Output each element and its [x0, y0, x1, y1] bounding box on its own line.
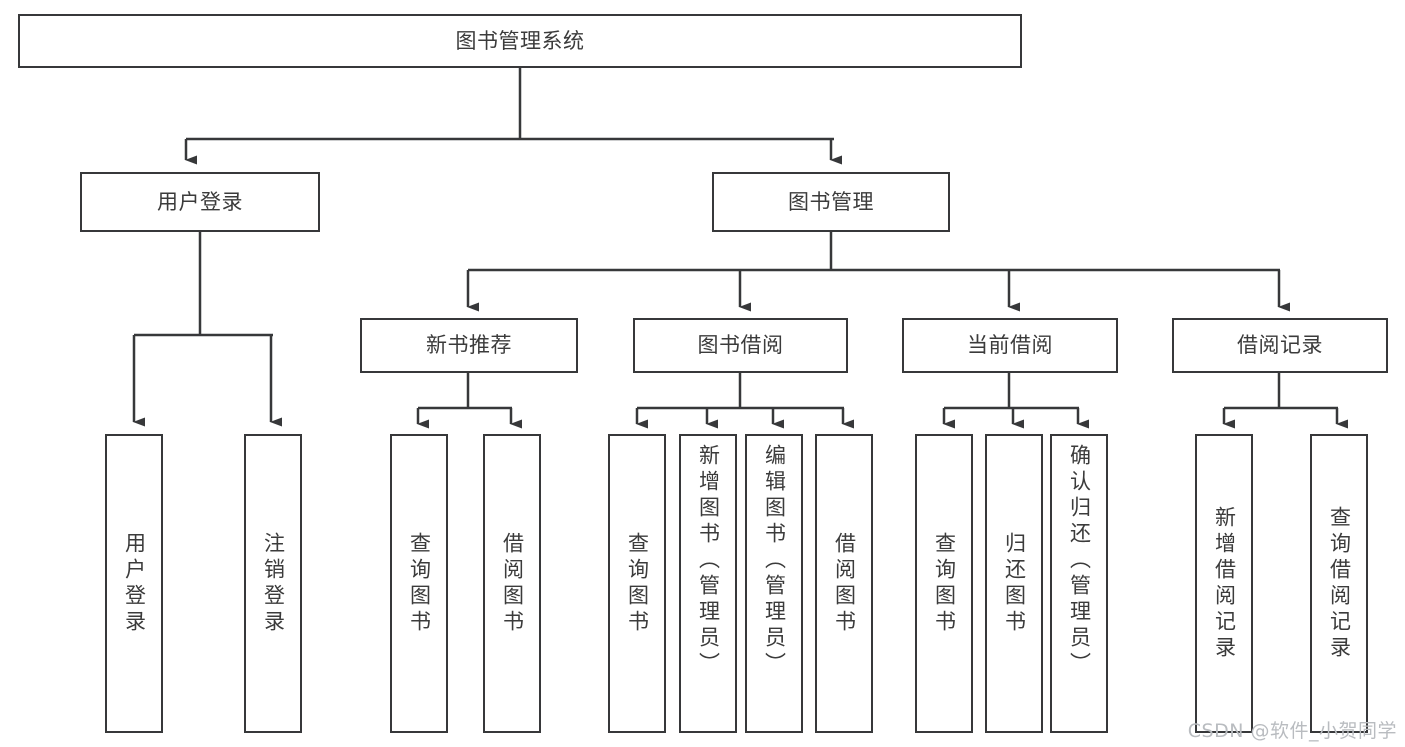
- node-leaf-user-login[interactable]: 用户登录: [105, 434, 163, 733]
- node-label: 归还图书: [1002, 531, 1027, 636]
- node-leaf-edit-book-admin[interactable]: 编辑图书（管理员）: [745, 434, 803, 733]
- node-leaf-confirm-return-admin[interactable]: 确认归还（管理员）: [1050, 434, 1108, 733]
- node-leaf-query-borrow-record[interactable]: 查询借阅记录: [1310, 434, 1368, 733]
- node-label: 查询图书: [625, 531, 650, 636]
- node-book-borrow[interactable]: 图书借阅: [633, 318, 848, 373]
- node-label: 注销登录: [261, 531, 286, 636]
- node-leaf-query-book-recommend[interactable]: 查询图书: [390, 434, 448, 733]
- node-label: 图书借阅: [697, 333, 784, 358]
- node-leaf-add-borrow-record[interactable]: 新增借阅记录: [1195, 434, 1253, 733]
- node-label: 借阅记录: [1237, 333, 1323, 358]
- node-user-login[interactable]: 用户登录: [80, 172, 320, 232]
- node-label: 编辑图书（管理员）: [762, 444, 787, 678]
- node-label: 图书管理系统: [455, 28, 585, 53]
- node-book-management[interactable]: 图书管理: [712, 172, 950, 232]
- node-label: 借阅图书: [832, 531, 857, 636]
- node-leaf-return-book[interactable]: 归还图书: [985, 434, 1043, 733]
- watermark-text: CSDN @软件_小贺同学: [1187, 720, 1397, 742]
- node-current-borrow[interactable]: 当前借阅: [902, 318, 1118, 373]
- node-label: 确认归还（管理员）: [1067, 444, 1092, 678]
- node-leaf-borrow-book[interactable]: 借阅图书: [815, 434, 873, 733]
- node-leaf-borrow-book-recommend[interactable]: 借阅图书: [483, 434, 541, 733]
- node-label: 查询借阅记录: [1327, 505, 1352, 662]
- node-label: 新增借阅记录: [1212, 505, 1237, 662]
- node-new-book-recommend[interactable]: 新书推荐: [360, 318, 578, 373]
- node-leaf-logout-login[interactable]: 注销登录: [244, 434, 302, 733]
- node-label: 用户登录: [122, 531, 147, 636]
- node-label: 用户登录: [157, 189, 243, 214]
- node-label: 新书推荐: [426, 333, 512, 358]
- node-label: 图书管理: [788, 189, 874, 214]
- node-label: 查询图书: [932, 531, 957, 636]
- node-label: 当前借阅: [967, 333, 1053, 358]
- node-leaf-query-book-current[interactable]: 查询图书: [915, 434, 973, 733]
- node-label: 查询图书: [407, 531, 432, 636]
- node-root-system[interactable]: 图书管理系统: [18, 14, 1022, 68]
- node-label: 新增图书（管理员）: [696, 444, 721, 678]
- node-leaf-add-book-admin[interactable]: 新增图书（管理员）: [679, 434, 737, 733]
- node-label: 借阅图书: [500, 531, 525, 636]
- node-borrow-record[interactable]: 借阅记录: [1172, 318, 1388, 373]
- node-leaf-query-book-borrow[interactable]: 查询图书: [608, 434, 666, 733]
